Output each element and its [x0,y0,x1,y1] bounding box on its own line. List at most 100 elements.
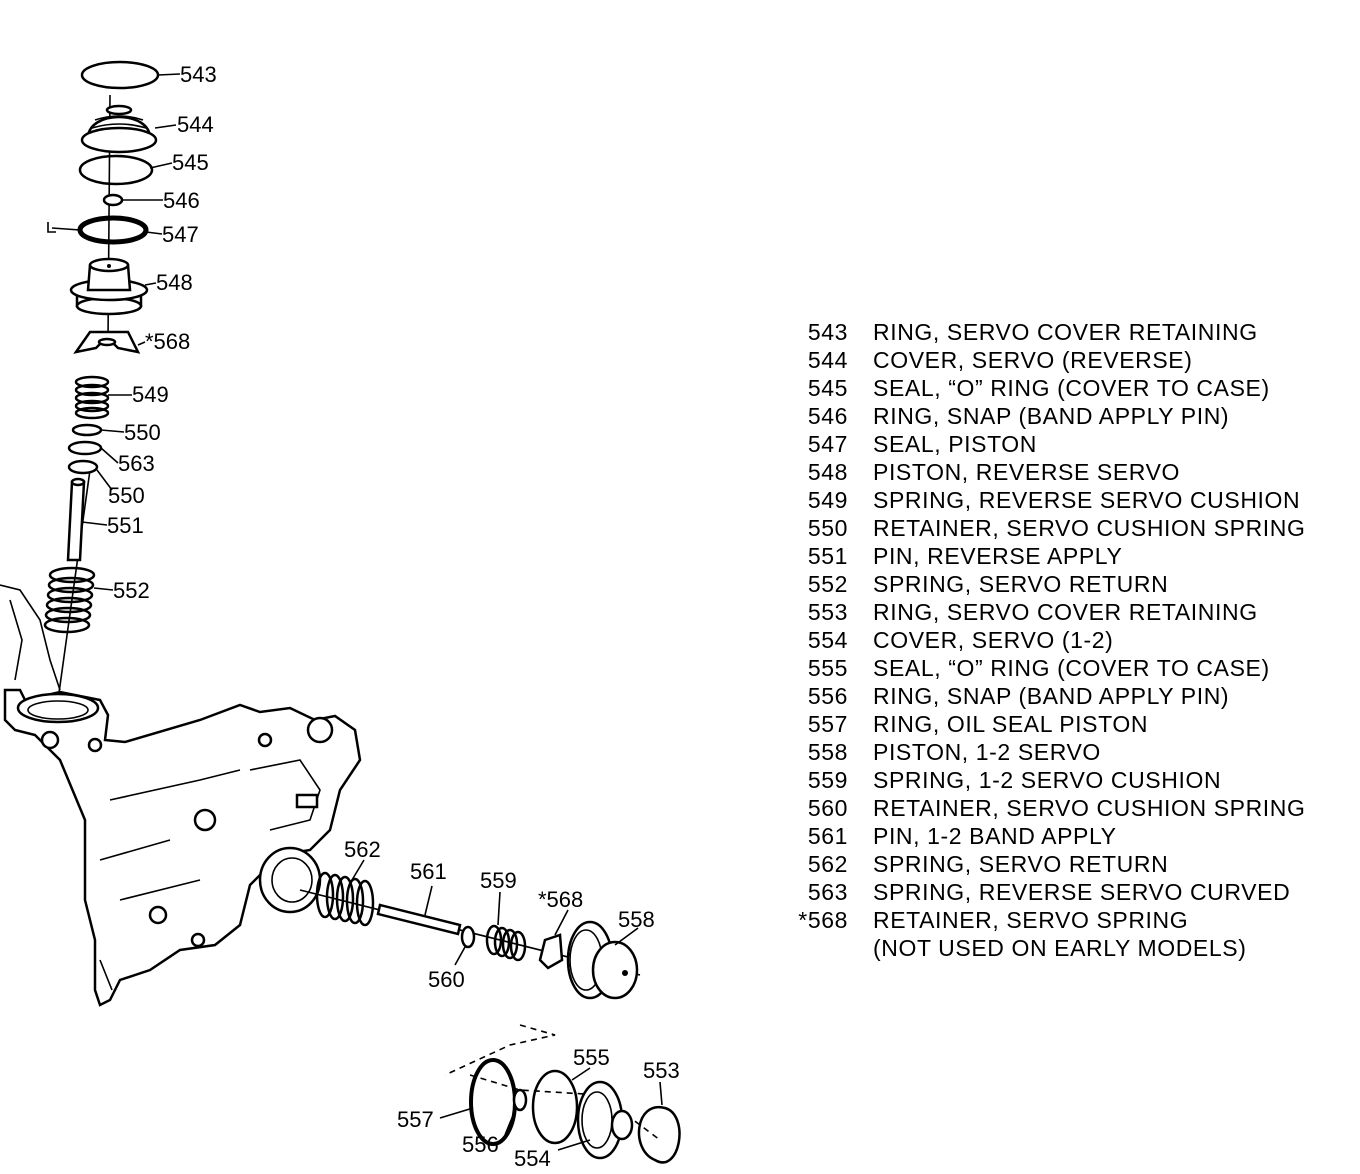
part-563-curved-spring [67,440,103,456]
legend-item-description: SPRING, 1-2 SERVO CUSHION [873,767,1222,793]
legend-item-description: RING, SERVO COVER RETAINING [873,319,1258,345]
legend-item: 551 PIN, REVERSE APPLY [790,542,1306,570]
part-561-band-apply-pin [376,903,462,936]
legend-item: 547 SEAL, PISTON [790,430,1306,458]
callout-553: 553 [643,1058,680,1083]
callout-543: 543 [180,62,217,87]
legend-item-number: 552 [807,571,848,597]
legend-item-number: 557 [807,711,848,737]
callout-554: 554 [514,1146,551,1171]
legend-item-description: COVER, SERVO (1-2) [873,627,1114,653]
callout-labels: 543 544 545 546 547 548 *568 549 550 563… [107,62,680,1171]
legend-item: 558 PISTON, 1-2 SERVO [790,738,1306,766]
legend-item-description: RETAINER, SERVO CUSHION SPRING [873,515,1306,541]
legend-item: 548 PISTON, REVERSE SERVO [790,458,1306,486]
legend-item-number: 548 [807,459,848,485]
legend-item-description: PIN, REVERSE APPLY [873,543,1123,569]
legend-item: 550 RETAINER, SERVO CUSHION SPRING [790,514,1306,542]
legend-item-description: RING, OIL SEAL PISTON [873,711,1149,737]
callout-561: 561 [410,859,447,884]
part-558-piston [566,920,639,1000]
callout-558: 558 [618,907,655,932]
callout-562: 562 [344,837,381,862]
legend-item-description: RING, SNAP (BAND APPLY PIN) [873,683,1230,709]
legend-item: 545 SEAL, “O” RING (COVER TO CASE) [790,374,1306,402]
legend-item-description: RETAINER, SERVO SPRING [873,907,1189,933]
legend-item-number: 558 [807,739,848,765]
callout-548: 548 [156,270,193,295]
callout-550-upper: 550 [124,420,161,445]
part-559-cushion-spring [485,924,527,962]
legend-item-number: 551 [807,543,848,569]
legend-item-number: 549 [807,487,848,513]
part-550-retainer-upper [71,423,103,437]
legend-item: 544 COVER, SERVO (REVERSE) [790,346,1306,374]
legend-item-number: 562 [807,851,848,877]
callout-557: 557 [397,1107,434,1132]
legend-item-description: PISTON, 1-2 SERVO [873,739,1101,765]
callout-545: 545 [172,150,209,175]
legend-item-description: PISTON, REVERSE SERVO [873,459,1181,485]
part-568-retainer-upper [73,330,141,354]
leader-lines [81,73,663,1151]
callout-560: 560 [428,967,465,992]
legend-item-number: 550 [807,515,848,541]
callout-550-lower: 550 [108,483,145,508]
callout-556: 556 [462,1132,499,1157]
legend-item-description: RING, SNAP (BAND APPLY PIN) [873,403,1230,429]
callout-555: 555 [573,1045,610,1070]
part-556-snap-ring [512,1088,528,1112]
legend-item: 557 RING, OIL SEAL PISTON [790,710,1306,738]
legend-item-number: 563 [807,879,848,905]
part-568-retainer-lower [538,933,564,970]
legend-item-description: SEAL, “O” RING (COVER TO CASE) [873,655,1270,681]
legend-item-number: 561 [807,823,848,849]
legend-item-number: 547 [807,431,848,457]
part-545-o-ring [78,154,154,186]
legend-note: (NOT USED ON EARLY MODELS) [873,935,1247,961]
part-547-piston-seal [47,215,149,245]
legend-item-number: 560 [807,795,848,821]
legend-item-number: 544 [807,347,848,373]
callout-568-lower: *568 [538,887,583,912]
transmission-case [0,584,362,1007]
legend-item: 559 SPRING, 1-2 SERVO CUSHION [790,766,1306,794]
part-555-o-ring [531,1069,579,1145]
callout-559: 559 [480,868,517,893]
legend-item: 563 SPRING, REVERSE SERVO CURVED [790,878,1306,906]
part-553-retaining-ring [637,1105,681,1164]
part-543-ring [80,60,160,90]
legend-item-number: 559 [807,767,848,793]
legend-item-number: 545 [807,375,848,401]
legend-item: 560 RETAINER, SERVO CUSHION SPRING [790,794,1306,822]
part-549-cushion-spring [74,375,110,420]
callout-563: 563 [118,451,155,476]
legend-item-number: 546 [807,403,848,429]
legend-item-description: RING, SERVO COVER RETAINING [873,599,1258,625]
callout-547: 547 [162,222,199,247]
legend-item-number: 556 [807,683,848,709]
part-551-reverse-apply-pin [66,477,86,562]
callout-546: 546 [163,188,200,213]
part-544-cover [80,104,158,154]
part-546-snap-ring [102,193,124,207]
part-562-return-spring [315,871,375,927]
legend-item-description: COVER, SERVO (REVERSE) [873,347,1193,373]
legend-item-description: SEAL, PISTON [873,431,1037,457]
callout-544: 544 [177,112,214,137]
legend-item-description: SPRING, REVERSE SERVO CURVED [873,879,1291,905]
legend-item-description: PIN, 1-2 BAND APPLY [873,823,1117,849]
legend-item-description: SEAL, “O” RING (COVER TO CASE) [873,375,1270,401]
legend-item-description: RETAINER, SERVO CUSHION SPRING [873,795,1306,821]
legend-item: 556 RING, SNAP (BAND APPLY PIN) [790,682,1306,710]
